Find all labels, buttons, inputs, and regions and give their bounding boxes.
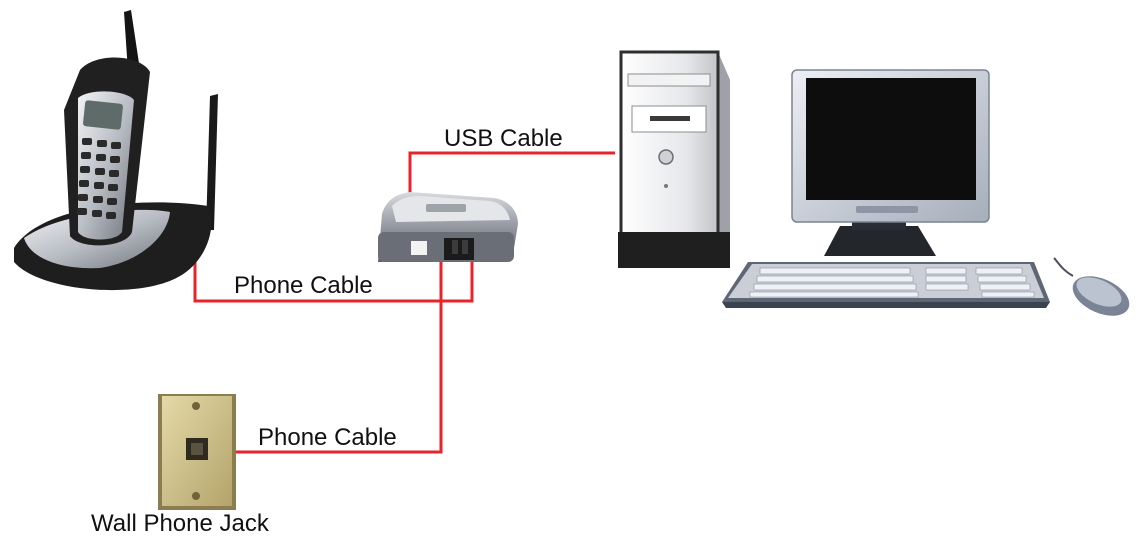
phone-cable-top-label: Phone Cable [234,272,373,299]
keyboard-icon [722,262,1050,308]
mouse-icon [1053,257,1130,316]
monitor-icon [791,69,990,256]
phone-cable-bottom [236,262,443,454]
computer-tower-icon [618,50,730,268]
phone-cable-bottom-label: Phone Cable [258,424,397,451]
phone-cable-top [193,262,474,303]
usb-cable-label: USB Cable [444,125,563,152]
cordless-phone-icon [14,10,218,291]
wall-phone-jack-label: Wall Phone Jack [91,510,270,537]
wall-jack-icon [158,394,236,510]
modem-icon [378,192,518,262]
